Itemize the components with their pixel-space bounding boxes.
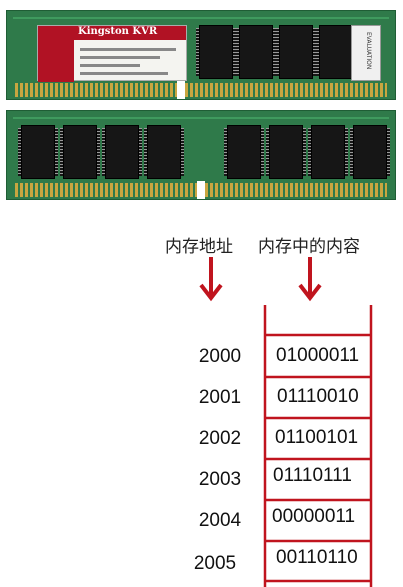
memory-chip [60, 125, 100, 179]
memory-cell-value: 01110010 [277, 386, 359, 407]
brand-text: Kingston KVR [78, 26, 158, 37]
ram-module-bottom [6, 110, 396, 200]
memory-chip [196, 25, 236, 79]
ram-module-top: Kingston KVR EVALUATION [6, 10, 396, 100]
memory-chip [18, 125, 58, 179]
arrow-down-icon [298, 257, 322, 302]
memory-cell-value: 01100101 [275, 427, 359, 448]
module-label: Kingston KVR [37, 25, 187, 82]
sticker-text: EVALUATION [365, 32, 372, 70]
label-line [80, 64, 140, 67]
label-line [80, 72, 168, 75]
memory-chip [224, 125, 264, 179]
evaluation-sticker: EVALUATION [351, 25, 381, 81]
memory-cell-value: 00110110 [276, 547, 358, 568]
arrow-down-icon [199, 257, 223, 302]
content-header: 内存中的内容 [258, 237, 360, 257]
gold-pins [15, 83, 387, 97]
memory-address: 2002 [198, 428, 242, 449]
address-header: 内存地址 [165, 237, 233, 257]
memory-chip [350, 125, 390, 179]
memory-address: 2001 [198, 387, 242, 408]
memory-chip [308, 125, 348, 179]
memory-cell-value: 00000011 [272, 506, 356, 527]
key-notch [177, 81, 185, 99]
pcb-trace [13, 17, 389, 19]
memory-address: 2000 [198, 346, 242, 367]
memory-chip [316, 25, 356, 79]
memory-chip [266, 125, 306, 179]
memory-chip [144, 125, 184, 179]
memory-chip [236, 25, 276, 79]
label-line [80, 56, 160, 59]
memory-column [263, 305, 373, 587]
label-header [38, 26, 186, 40]
pcb-trace [13, 117, 389, 119]
memory-cell-value: 01110111 [273, 465, 352, 486]
brand-logo [38, 26, 74, 82]
memory-address: 2004 [198, 510, 242, 531]
key-notch [197, 181, 205, 199]
memory-cell-value: 01000011 [276, 345, 360, 366]
label-line [80, 48, 176, 51]
memory-chip [102, 125, 142, 179]
memory-address: 2005 [193, 553, 237, 574]
memory-address: 2003 [198, 469, 242, 490]
memory-chip [276, 25, 316, 79]
